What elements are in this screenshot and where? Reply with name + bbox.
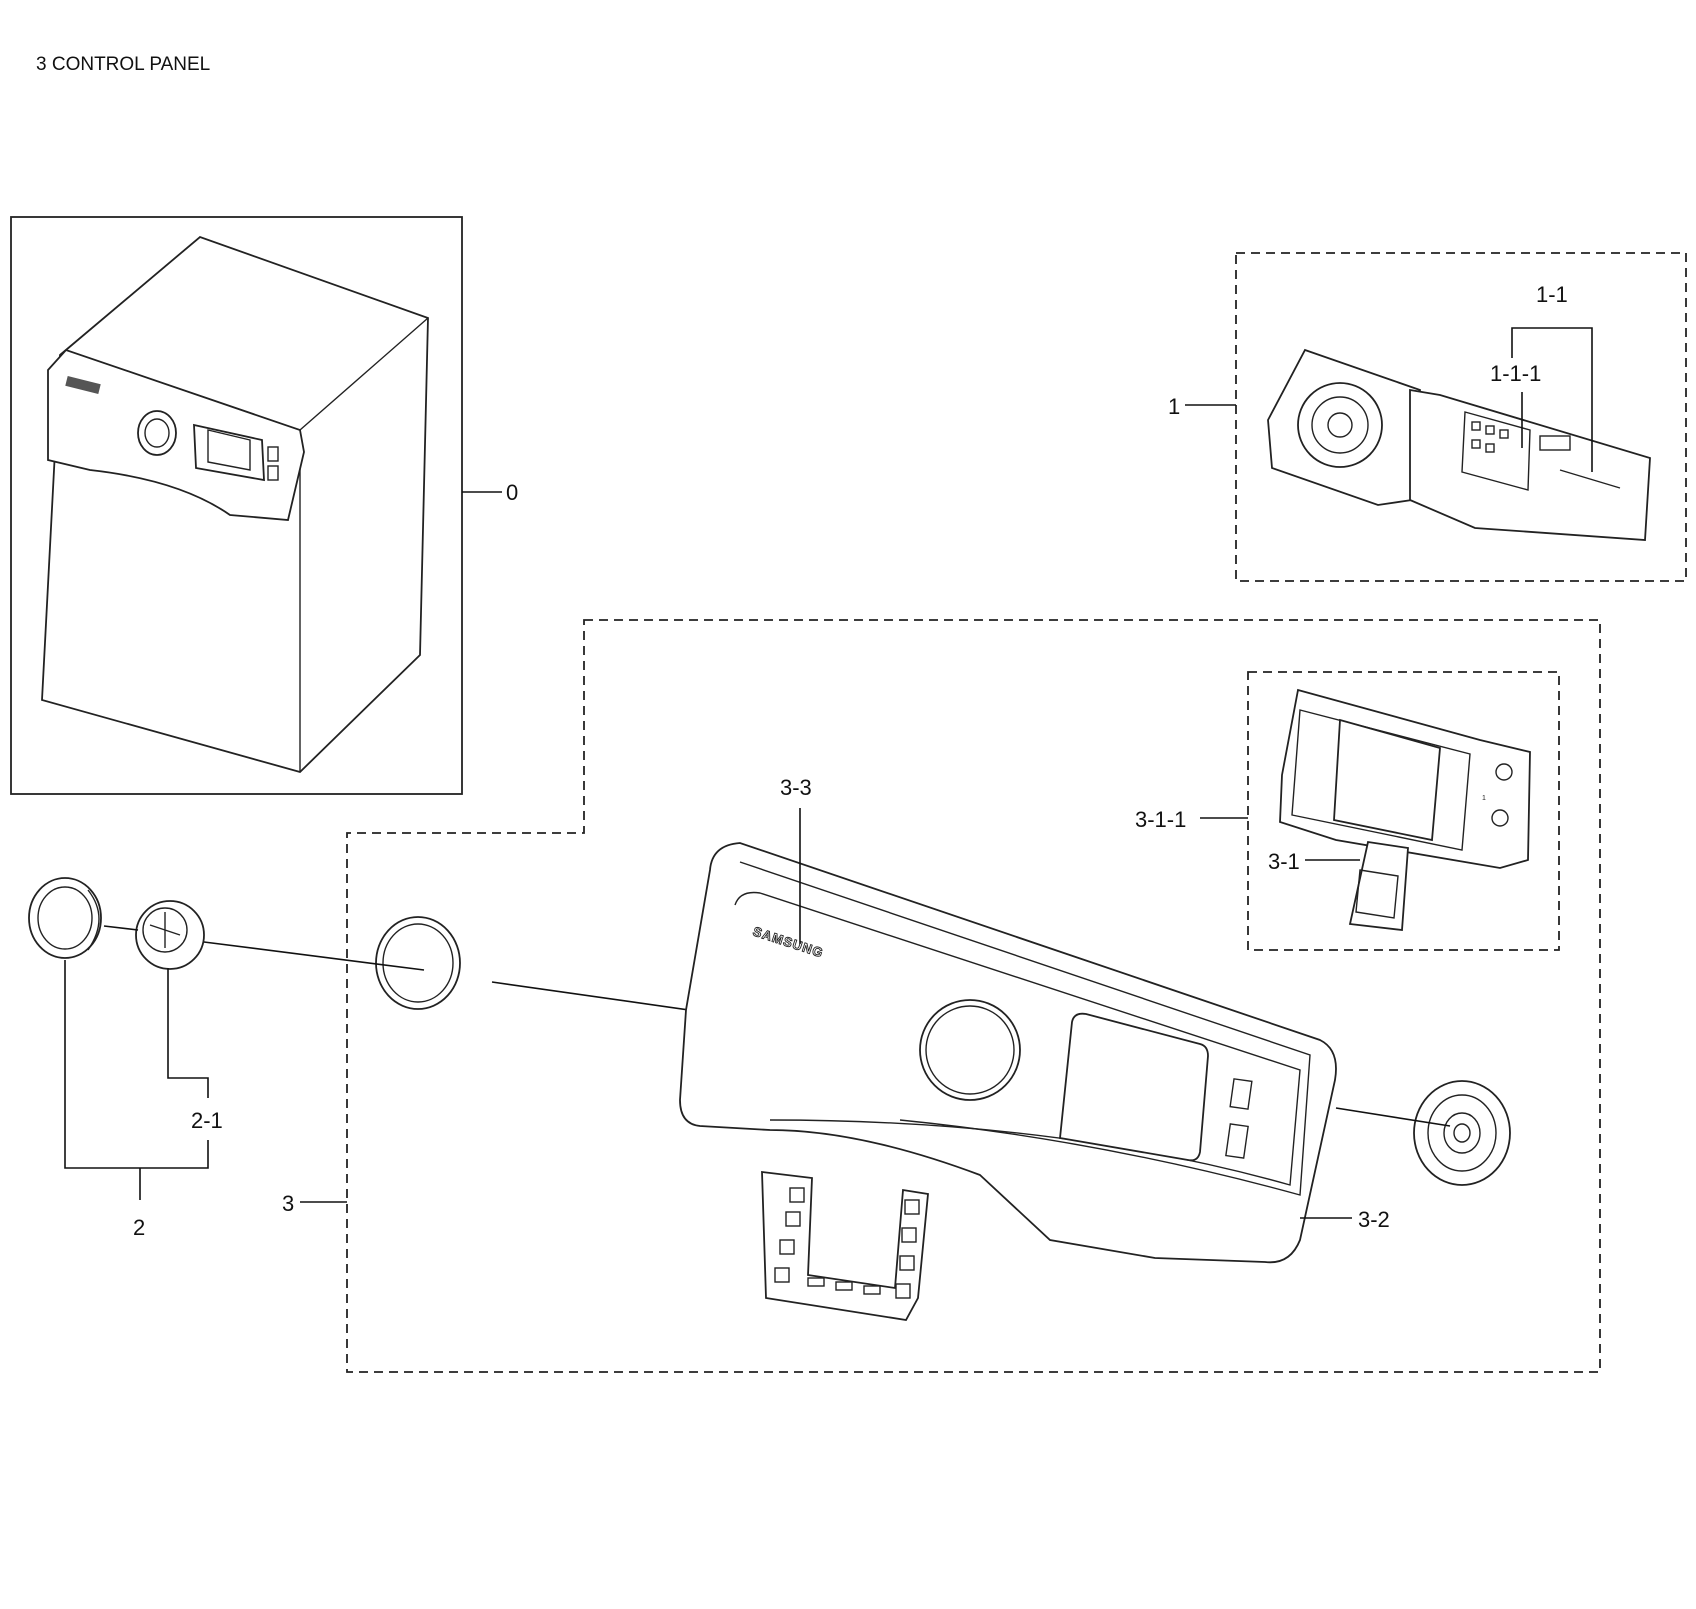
display-bracket bbox=[1348, 840, 1409, 932]
washer-dial bbox=[137, 410, 177, 456]
knob-cap bbox=[28, 877, 102, 959]
label-1: 1 bbox=[1168, 394, 1180, 419]
overview-frame bbox=[10, 216, 463, 795]
membrane-sheet bbox=[761, 1170, 929, 1321]
panel-display-window bbox=[1059, 1012, 1209, 1162]
display-module-group: 1 3-1-1 3-1 bbox=[1135, 671, 1560, 951]
label-3: 3 bbox=[282, 1191, 294, 1216]
label-0: 0 bbox=[506, 480, 518, 505]
label-3-1-1: 3-1-1 bbox=[1135, 807, 1186, 832]
knob-assembly: 2 2-1 bbox=[28, 877, 223, 1240]
pcb-assembly: 1 1-1 1-1-1 bbox=[1168, 252, 1687, 582]
label-1-1-1: 1-1-1 bbox=[1490, 361, 1541, 386]
knob-body bbox=[135, 900, 205, 970]
control-panel-group-box bbox=[346, 619, 1601, 1373]
label-3-3: 3-3 bbox=[780, 775, 812, 800]
pcb-dial-ring bbox=[1297, 382, 1383, 468]
display-group-box bbox=[1247, 671, 1560, 951]
washer-overview: 0 bbox=[10, 216, 518, 795]
display-screen bbox=[1333, 718, 1441, 842]
panel-dial-opening bbox=[919, 999, 1021, 1101]
washer-logo bbox=[65, 376, 101, 394]
page-title: 3 CONTROL PANEL bbox=[36, 54, 210, 75]
label-1-1: 1-1 bbox=[1536, 282, 1568, 307]
pcb-group-box bbox=[1235, 252, 1687, 582]
dial-ring-outer bbox=[375, 916, 461, 1010]
encoder-assembly: 3-2 bbox=[1300, 1080, 1511, 1232]
control-panel-front: SAMSUNG 3-3 bbox=[679, 775, 1337, 1264]
svg-text:1: 1 bbox=[1482, 795, 1486, 802]
label-3-1: 3-1 bbox=[1268, 849, 1300, 874]
label-2: 2 bbox=[133, 1215, 145, 1240]
label-3-2: 3-2 bbox=[1358, 1207, 1390, 1232]
pcb-board bbox=[1409, 388, 1651, 541]
label-2-1: 2-1 bbox=[191, 1108, 223, 1133]
touch-membrane bbox=[761, 1170, 929, 1321]
